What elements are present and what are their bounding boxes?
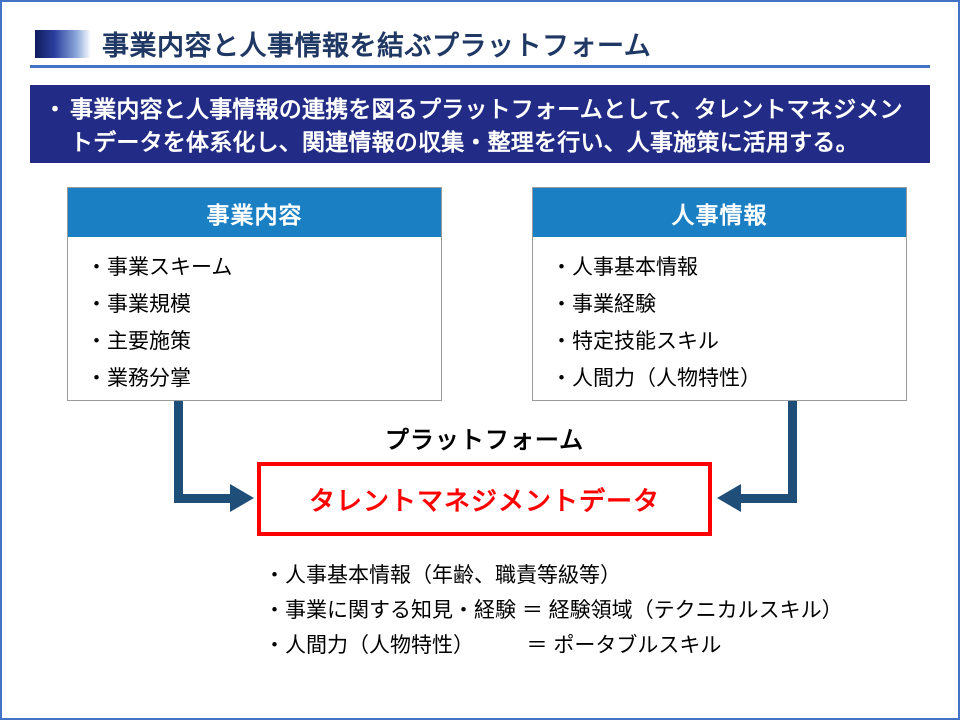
note-line: ・人事基本情報（年齢、職責等級等） xyxy=(264,564,621,587)
list-item: ・特定技能スキル xyxy=(551,330,719,353)
list-item: ・主要施策 xyxy=(86,330,191,353)
left-arrow-vertical-segment xyxy=(174,401,183,503)
talent-data-label: タレントマネジメントデータ xyxy=(308,485,660,516)
left-arrowhead-icon xyxy=(230,484,254,512)
banner-bullet: ・ xyxy=(44,97,67,122)
hr-info-box: 人事情報 ・人事基本情報 ・事業経験 ・特定技能スキル ・人間力（人物特性） xyxy=(532,187,907,401)
hr-info-box-header: 人事情報 xyxy=(533,188,906,237)
talent-data-notes: ・人事基本情報（年齢、職責等級等） ・事業に関する知見・経験 ＝ 経験領域（テク… xyxy=(264,558,843,663)
banner-text: 事業内容と人事情報の連携を図るプラットフォームとして、タレントマネジメントデータ… xyxy=(70,96,903,155)
page-title: 事業内容と人事情報を結ぶプラットフォーム xyxy=(102,31,652,61)
list-item: ・人間力（人物特性） xyxy=(551,367,761,390)
note-line: ・事業に関する知見・経験 ＝ 経験領域（テクニカルスキル） xyxy=(264,599,843,622)
list-item: ・事業経験 xyxy=(551,293,656,316)
list-item: ・事業規模 xyxy=(86,293,191,316)
note-line: ・人間力（人物特性） ＝ ポータブルスキル xyxy=(264,634,722,657)
platform-label: プラットフォーム xyxy=(384,427,585,454)
business-content-box-header: 事業内容 xyxy=(68,188,441,237)
business-content-box-body: ・事業スキーム ・事業規模 ・主要施策 ・業務分掌 xyxy=(68,237,441,397)
list-item: ・人事基本情報 xyxy=(551,256,698,279)
list-item: ・業務分掌 xyxy=(86,367,191,390)
hr-info-box-body: ・人事基本情報 ・事業経験 ・特定技能スキル ・人間力（人物特性） xyxy=(533,237,906,397)
title-accent-bar xyxy=(35,30,91,58)
summary-banner: ・ 事業内容と人事情報の連携を図るプラットフォームとして、タレントマネジメントデ… xyxy=(30,85,930,163)
talent-data-box: タレントマネジメントデータ xyxy=(257,462,712,536)
right-arrowhead-icon xyxy=(717,484,741,512)
right-arrow-vertical-segment xyxy=(788,401,797,503)
right-arrow-horizontal-segment xyxy=(739,494,797,503)
left-arrow-horizontal-segment xyxy=(174,494,232,503)
title-divider xyxy=(30,65,930,68)
business-content-box: 事業内容 ・事業スキーム ・事業規模 ・主要施策 ・業務分掌 xyxy=(67,187,442,401)
list-item: ・事業スキーム xyxy=(86,256,233,279)
